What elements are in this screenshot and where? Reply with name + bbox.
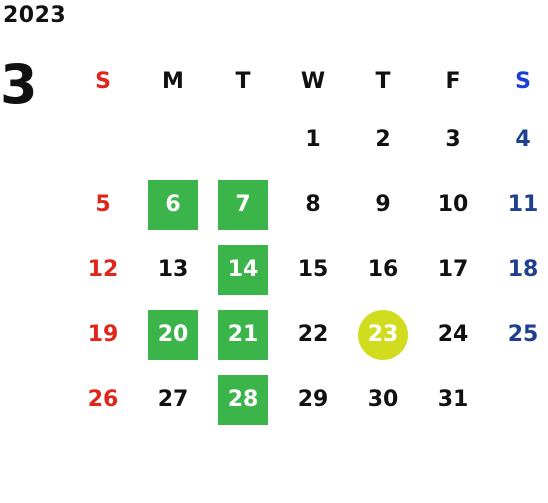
day-cell[interactable]: 20 — [138, 302, 208, 367]
day-cell[interactable]: 5 — [68, 172, 138, 237]
day-cell[interactable]: 16 — [348, 237, 418, 302]
month-number: 3 — [0, 53, 38, 116]
day-cell[interactable]: 1 — [278, 107, 348, 172]
day-number: 31 — [437, 387, 469, 412]
day-number — [498, 375, 548, 425]
empty-day-cell — [68, 107, 138, 172]
day-cell[interactable]: 25 — [488, 302, 548, 367]
highlighted-day-number: 7 — [218, 179, 268, 230]
empty-day-cell — [138, 107, 208, 172]
day-cell[interactable]: 17 — [418, 237, 488, 302]
weekday-friday: F — [445, 68, 461, 94]
highlighted-day-number: 20 — [148, 309, 198, 360]
day-cell[interactable]: 27 — [138, 367, 208, 432]
day-cell[interactable]: 2 — [348, 107, 418, 172]
day-cell[interactable]: 14 — [208, 237, 278, 302]
day-cell[interactable]: 13 — [138, 237, 208, 302]
day-cell[interactable]: 24 — [418, 302, 488, 367]
day-number: 17 — [437, 257, 469, 282]
day-number: 12 — [87, 257, 119, 282]
day-number: 22 — [297, 322, 329, 347]
day-cell[interactable]: 26 — [68, 367, 138, 432]
day-cell[interactable]: 6 — [138, 172, 208, 237]
weekday-tuesday: T — [235, 68, 251, 94]
weekday-saturday: S — [515, 68, 531, 94]
day-number: 5 — [95, 192, 111, 217]
day-number: 8 — [305, 192, 321, 217]
day-cell[interactable]: 7 — [208, 172, 278, 237]
empty-day-cell — [488, 367, 548, 432]
day-cell[interactable]: 3 — [418, 107, 488, 172]
weekday-thursday: T — [375, 68, 391, 94]
day-number: 18 — [507, 257, 539, 282]
day-number: 2 — [375, 127, 391, 152]
day-number: 3 — [445, 127, 461, 152]
day-cell[interactable]: 30 — [348, 367, 418, 432]
day-number: 4 — [515, 127, 531, 152]
day-number: 26 — [87, 387, 119, 412]
day-number — [148, 115, 198, 165]
day-number: 30 — [367, 387, 399, 412]
day-number: 29 — [297, 387, 329, 412]
day-cell[interactable]: 22 — [278, 302, 348, 367]
highlighted-day-number: 14 — [218, 244, 268, 295]
day-number: 16 — [367, 257, 399, 282]
day-cell[interactable]: 9 — [348, 172, 418, 237]
day-cell[interactable]: 10 — [418, 172, 488, 237]
day-cell[interactable]: 4 — [488, 107, 548, 172]
day-cell[interactable]: 12 — [68, 237, 138, 302]
day-number: 1 — [305, 127, 321, 152]
empty-day-cell — [208, 107, 278, 172]
day-cell[interactable]: 19 — [68, 302, 138, 367]
weekday-sunday: S — [95, 68, 111, 94]
day-cell[interactable]: 8 — [278, 172, 348, 237]
day-cell[interactable]: 29 — [278, 367, 348, 432]
day-number: 19 — [87, 322, 119, 347]
today-marker: 23 — [358, 309, 408, 360]
day-cell[interactable]: 21 — [208, 302, 278, 367]
day-cell[interactable]: 15 — [278, 237, 348, 302]
weekday-wednesday: W — [300, 68, 326, 94]
day-number: 24 — [437, 322, 469, 347]
day-cell[interactable]: 23 — [348, 302, 418, 367]
day-cell[interactable]: 18 — [488, 237, 548, 302]
day-cell[interactable]: 31 — [418, 367, 488, 432]
day-number: 15 — [297, 257, 329, 282]
highlighted-day-number: 21 — [218, 309, 268, 360]
day-number — [78, 115, 128, 165]
day-number: 27 — [157, 387, 189, 412]
highlighted-day-number: 6 — [148, 179, 198, 230]
day-cell[interactable]: 11 — [488, 172, 548, 237]
day-number — [218, 115, 268, 165]
day-number: 10 — [437, 192, 469, 217]
year-label: 2023 — [3, 3, 67, 28]
day-number: 13 — [157, 257, 189, 282]
day-number: 9 — [375, 192, 391, 217]
day-cell[interactable]: 28 — [208, 367, 278, 432]
weekday-monday: M — [162, 68, 184, 94]
day-number: 11 — [507, 192, 539, 217]
highlighted-day-number: 28 — [218, 374, 268, 425]
day-number: 25 — [507, 322, 539, 347]
